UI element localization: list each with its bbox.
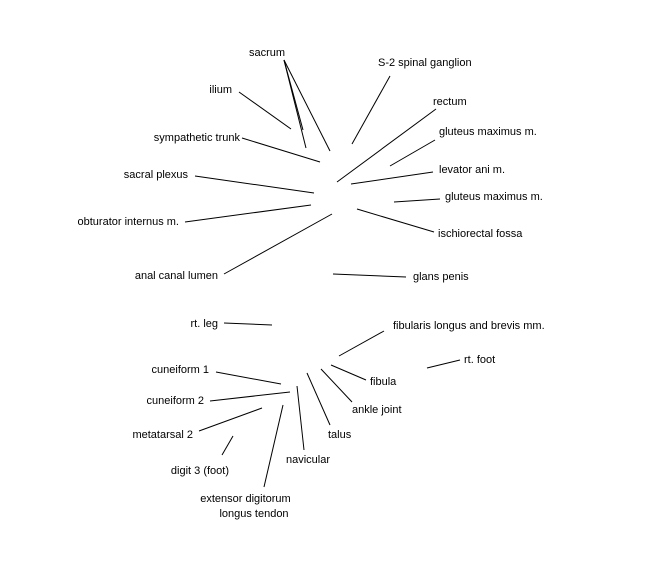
leader-metatarsal-2 [198,407,263,432]
leader-ischiorectal-fossa [356,208,435,233]
leader-sacral-plexus [194,175,315,194]
label-gluteus-maximus-upper: gluteus maximus m. [439,126,537,138]
leader-fibularis [338,330,385,357]
leader-rt-foot [426,359,461,369]
leader-rectum [336,108,437,183]
leader-ilium [238,91,292,130]
label-digit-3-foot: digit 3 (foot) [171,465,229,477]
label-rt-leg: rt. leg [190,318,218,330]
label-glans-penis: glans penis [413,271,469,283]
leader-sympathetic-trunk [241,137,321,163]
label-obturator-internus: obturator internus m. [78,216,180,228]
leader-levator-ani [350,171,434,185]
label-metatarsal-2: metatarsal 2 [132,429,193,441]
label-extensor-digitorum-longus-tendon: extensor digitorum longus tendon [200,493,294,520]
label-gluteus-maximus-lower: gluteus maximus m. [445,191,543,203]
label-cuneiform-2: cuneiform 2 [147,395,204,407]
leader-cuneiform-1 [215,371,282,385]
leader-digit-3-foot [221,435,234,456]
label-ankle-joint: ankle joint [352,404,402,416]
leader-ankle-joint [320,368,353,403]
leader-extensor-digitorum-longus-tendon [263,404,284,488]
leader-gluteus-maximus-lower [393,198,441,203]
label-sacrum: sacrum [249,47,285,59]
label-sympathetic-trunk: sympathetic trunk [154,132,241,144]
leader-sacrum-3 [283,59,304,131]
label-fibula: fibula [370,376,397,388]
label-fibularis: fibularis longus and brevis mm. [393,320,545,332]
label-ischiorectal-fossa: ischiorectal fossa [438,228,523,240]
leader-rt-leg [223,322,273,326]
label-talus: talus [328,429,352,441]
leader-s2-spinal-ganglion [351,75,391,145]
label-levator-ani: levator ani m. [439,164,505,176]
label-rt-foot: rt. foot [464,354,495,366]
leader-glans-penis [332,273,407,278]
label-rectum: rectum [433,96,467,108]
leader-fibula [330,364,367,381]
leader-talus [306,372,331,426]
leader-navicular [296,385,305,451]
leader-anal-canal-lumen [223,213,333,275]
label-extensor-line-1: extensor digitorum [200,493,291,505]
label-navicular: navicular [286,454,330,466]
label-anal-canal-lumen: anal canal lumen [135,270,218,282]
leader-sacrum-2 [283,59,331,152]
label-sacral-plexus: sacral plexus [124,169,189,181]
leader-gluteus-maximus-upper [389,139,436,167]
leader-obturator-internus [184,204,312,223]
label-s2-spinal-ganglion: S-2 spinal ganglion [378,57,472,69]
label-cuneiform-1: cuneiform 1 [152,364,209,376]
leader-cuneiform-2 [209,391,291,402]
label-ilium: ilium [209,84,232,96]
label-extensor-line-2: longus tendon [219,508,288,520]
